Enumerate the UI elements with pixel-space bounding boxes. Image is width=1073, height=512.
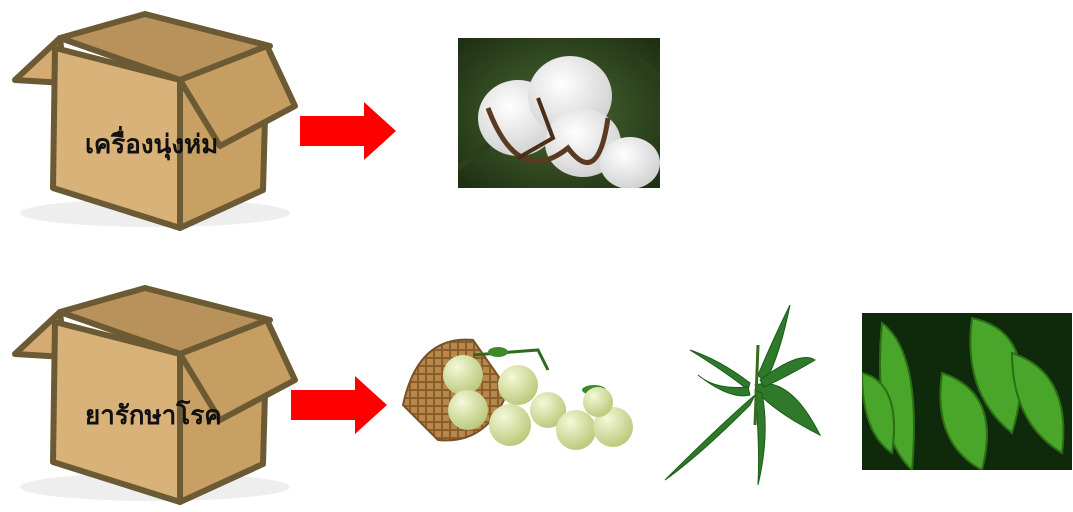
cardboard-box-clothing: เครื่องนุ่งห่ม [5, 8, 305, 238]
green-leaves-photo [862, 313, 1072, 470]
box-icon [5, 8, 305, 238]
arrow-right-icon [289, 374, 389, 436]
box-label-medicine: ยารักษาโรค [85, 395, 222, 436]
indian-gooseberry-basket-photo [398, 330, 648, 460]
box-label-clothing: เครื่องนุ่งห่ม [85, 124, 218, 165]
cardboard-box-medicine: ยารักษาโรค [5, 282, 305, 512]
arrow-right-icon [298, 100, 398, 162]
herb-leaf-sprig-photo [660, 305, 840, 487]
cotton-boll-photo [458, 38, 660, 188]
